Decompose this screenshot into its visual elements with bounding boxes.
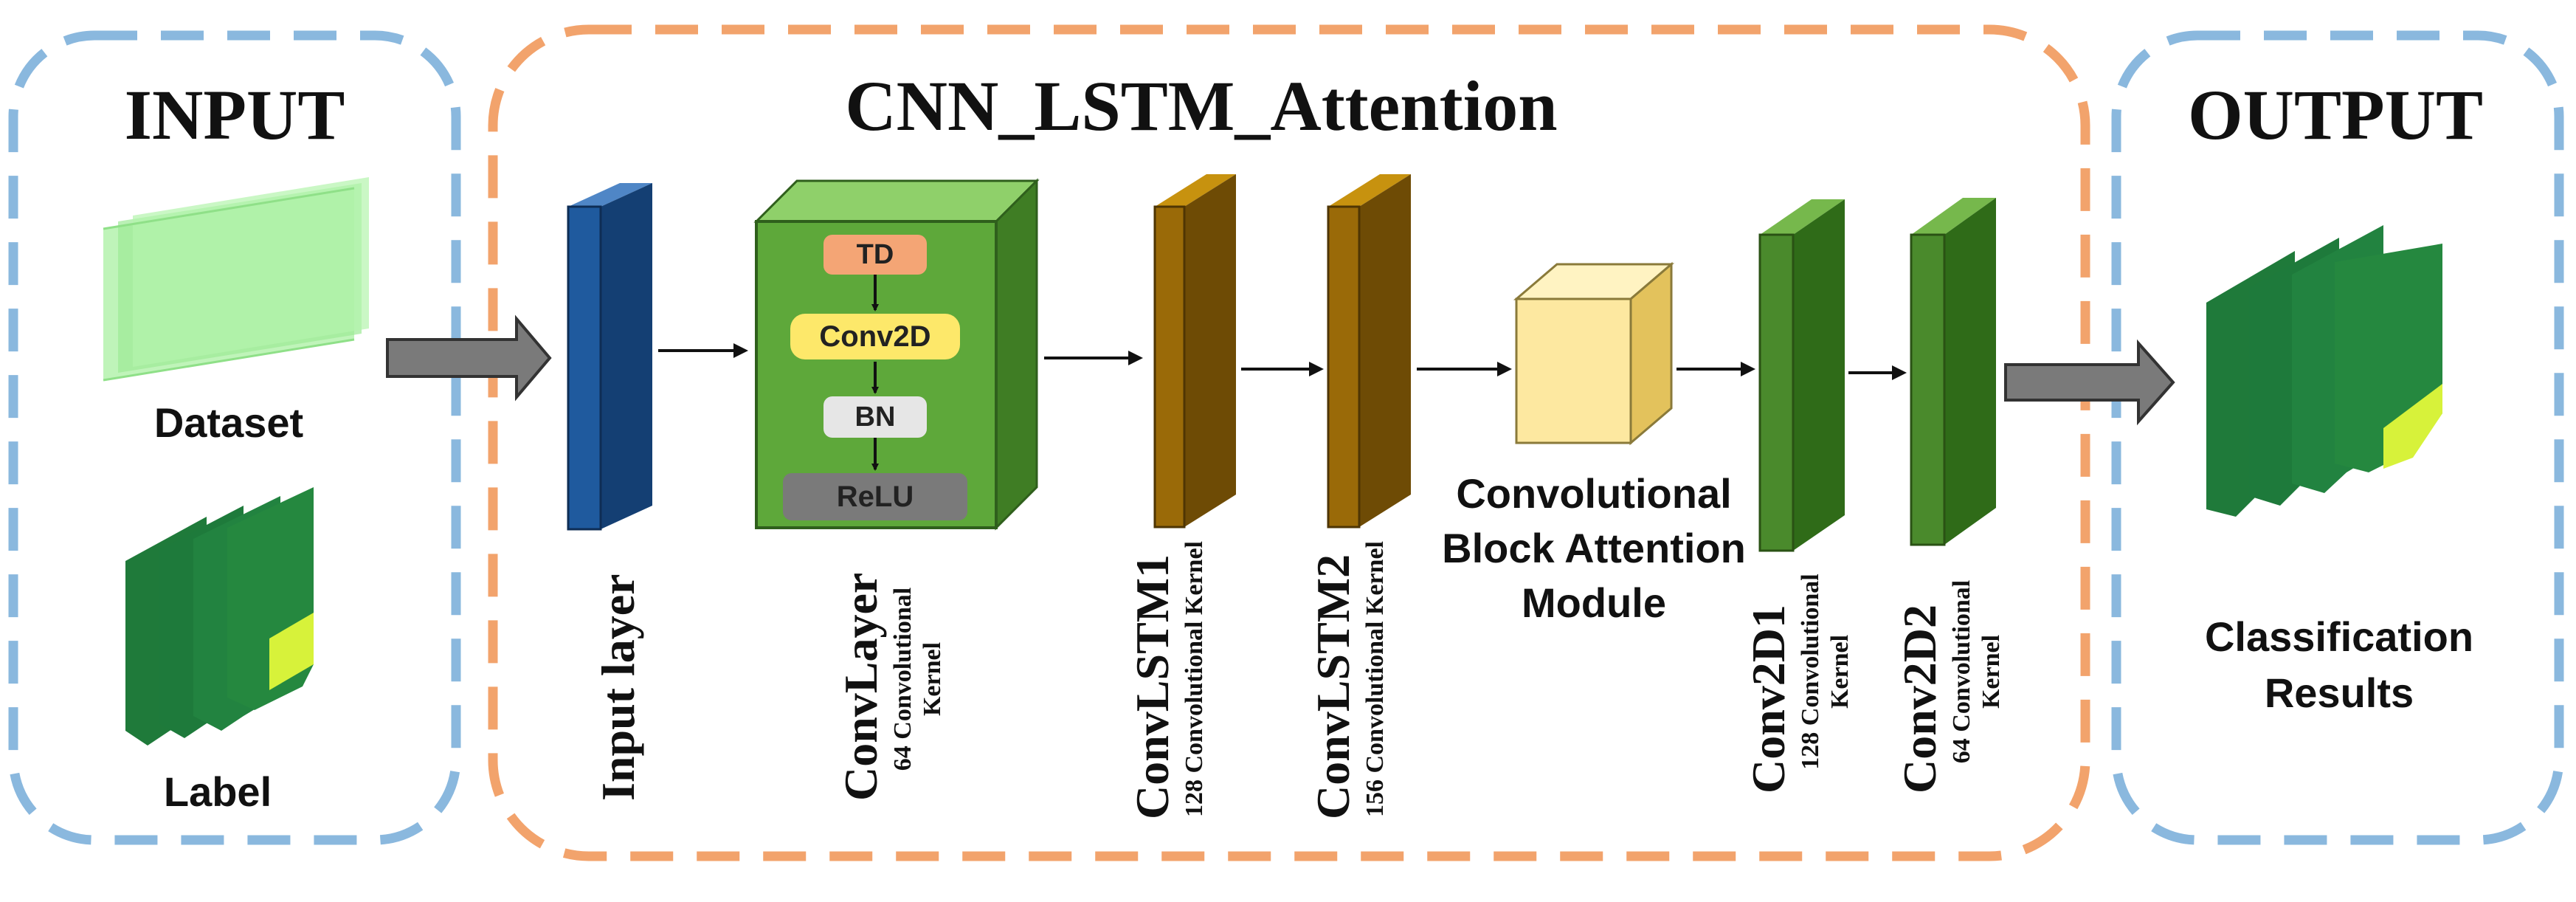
conv-layer-label: ConvLayer 64 Convolutional Kernel	[835, 572, 946, 801]
conv2d1-block	[1758, 199, 1845, 552]
model-section-border	[488, 24, 2090, 861]
conv2d-step: Conv2D	[790, 314, 960, 359]
cbam-block	[1513, 261, 1675, 446]
input-to-model-arrow	[386, 314, 552, 402]
classification-output-icon	[2206, 225, 2442, 517]
input-layer-block	[567, 183, 652, 531]
relu-step: ReLU	[783, 473, 967, 520]
input-section-title: INPUT	[124, 75, 345, 154]
dataset-icon	[103, 177, 369, 382]
label-icon	[125, 487, 314, 746]
classification-results-label: Classification Results	[2204, 613, 2474, 716]
model-to-output-arrow	[2004, 339, 2175, 426]
output-section-title: OUTPUT	[2187, 75, 2484, 154]
output-section-border	[2111, 30, 2564, 845]
model-section-title: CNN_LSTM_Attention	[845, 66, 1558, 145]
td-step: TD	[823, 235, 927, 275]
conv2d2-block	[1910, 198, 1996, 546]
dataset-label: Dataset	[153, 399, 304, 446]
conv2d1-label: Conv2D1 128 Convolutional Kernel	[1742, 574, 1854, 793]
cbam-label: Convolutional Block Attention Module	[1442, 470, 1746, 626]
convlstm1-block	[1153, 174, 1236, 529]
label-label: Label	[163, 768, 272, 815]
input-section-border	[8, 30, 461, 845]
convlstm1-label: ConvLSTM1 128 Convolutional Kernel	[1126, 540, 1208, 819]
input-layer-label: Input layer	[592, 574, 644, 801]
convlstm2-label: ConvLSTM2 156 Convolutional Kernel	[1307, 540, 1389, 819]
bn-step: BN	[823, 396, 927, 438]
conv2d2-label: Conv2D2 64 Convolutional Kernel	[1893, 579, 2005, 793]
convlstm2-block	[1327, 174, 1411, 529]
